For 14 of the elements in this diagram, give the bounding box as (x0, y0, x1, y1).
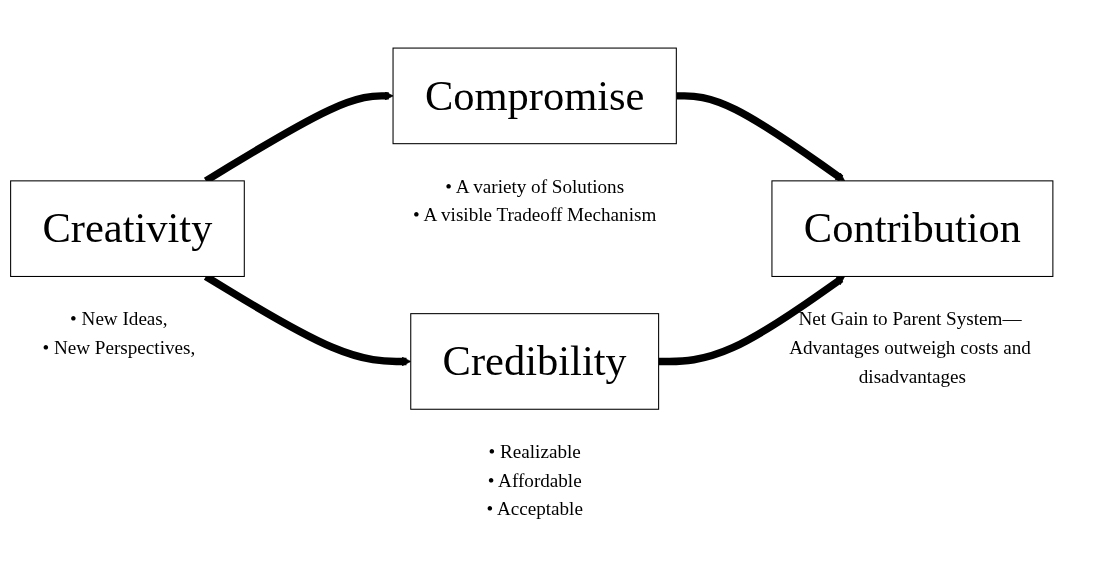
node-label: • A variety of Solutions (445, 175, 625, 197)
node-label: • New Perspectives, (42, 337, 196, 359)
node-box: Contribution (771, 180, 1054, 277)
node-box: Credibility (410, 313, 660, 410)
arrow (658, 275, 846, 366)
node-label: • A visible Tradeoff Mechanism (413, 204, 657, 226)
node-label: Net Gain to Parent System— Advantages outweigh costs and disadvantages (789, 308, 1031, 387)
arrow (676, 92, 846, 182)
node-label: • New Ideas, (70, 308, 168, 330)
node-label: • Affordable (487, 469, 582, 492)
node-box: Compromise (392, 47, 677, 145)
node-label: • Acceptable (486, 498, 583, 520)
node-label: • Realizable (488, 441, 581, 463)
node-box: Creativity (10, 180, 245, 277)
